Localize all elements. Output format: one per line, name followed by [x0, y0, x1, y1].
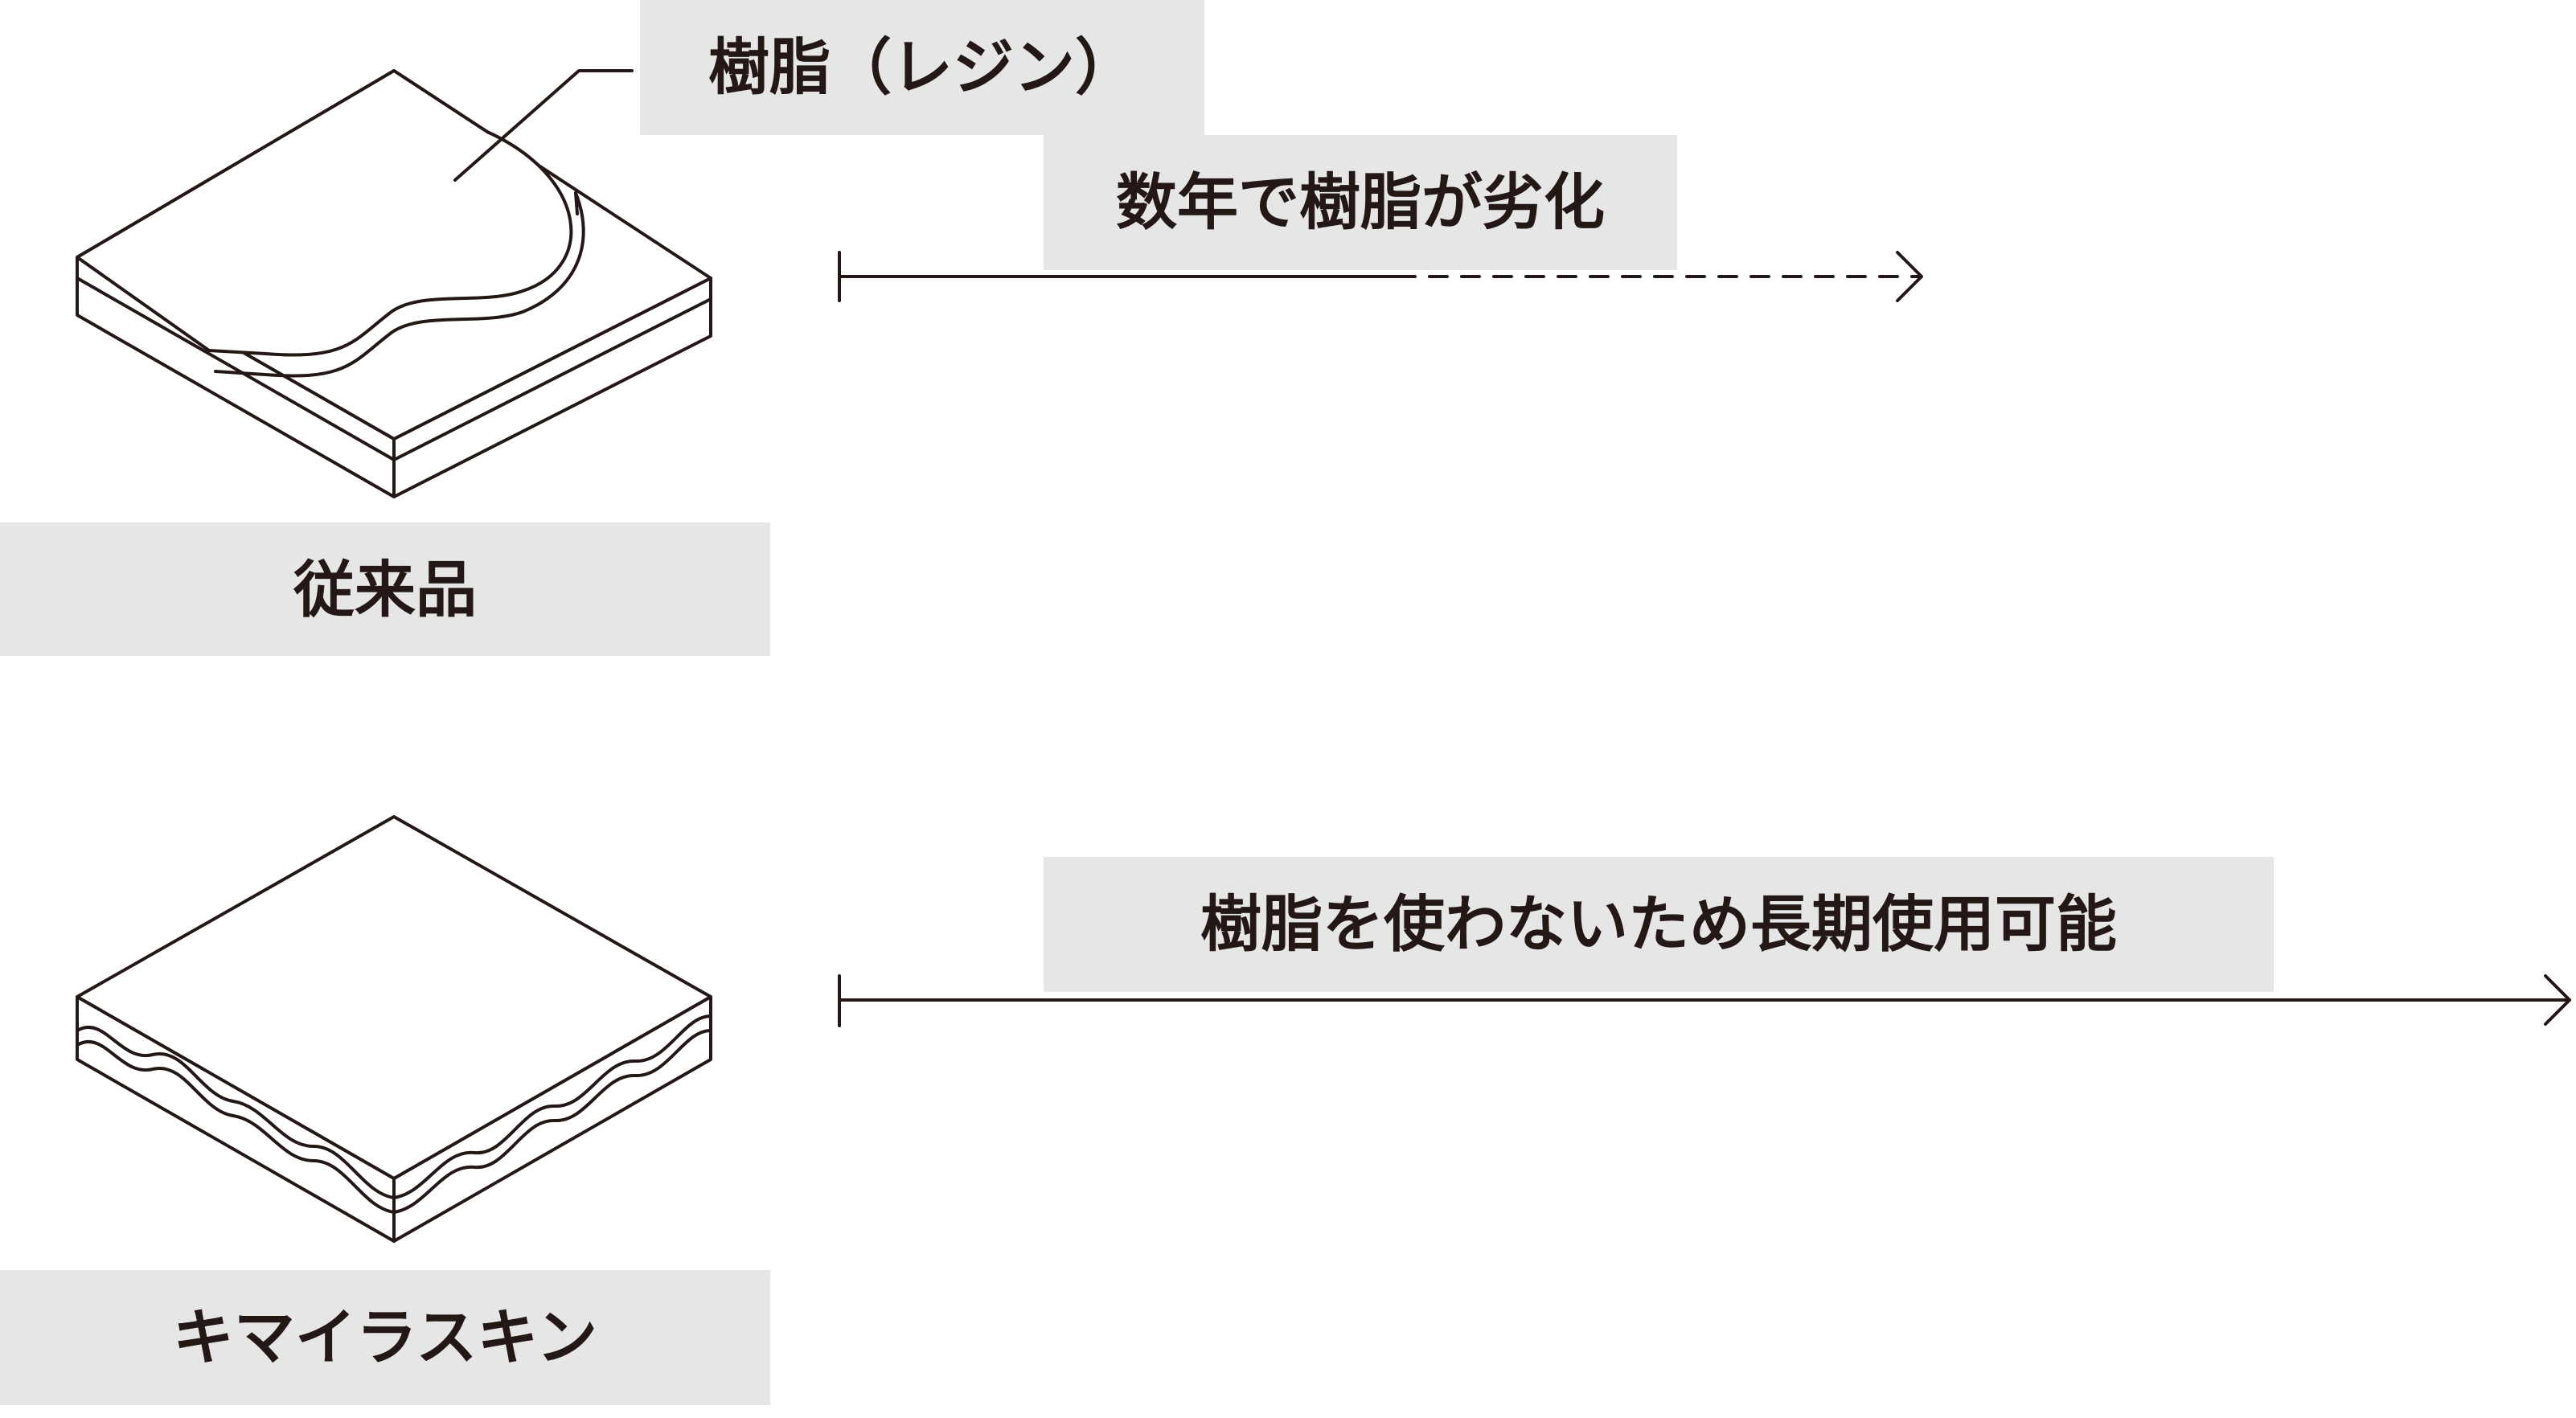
conventional-product-block	[76, 69, 712, 498]
conventional-name-box	[0, 523, 770, 656]
chimera-wave-right-1	[392, 1014, 712, 1199]
chimera-wave-left-2	[76, 1039, 396, 1214]
conventional-name-label: 従来品	[0, 523, 770, 656]
chimera-name-text: キマイラスキン	[173, 1301, 597, 1373]
chimera-timeline-arrow	[838, 974, 2571, 1027]
resin-blob-edge-join	[574, 191, 579, 215]
resin-blob	[76, 69, 573, 357]
resin-label: 樹脂（レジン）	[640, 0, 1204, 135]
conventional-layer-line	[76, 277, 712, 461]
conventional-timeline-text: 数年で樹脂が劣化	[1116, 166, 1605, 238]
conventional-timeline-label-box	[1044, 135, 1677, 270]
resin-blob-edge	[214, 191, 585, 378]
conventional-name-text: 従来品	[293, 554, 477, 625]
chimera-wave-right-2	[392, 1029, 712, 1214]
resin-callout-leader	[453, 69, 634, 182]
resin-label-text: 樹脂（レジン）	[708, 31, 1136, 103]
conventional-timeline-label: 数年で樹脂が劣化	[1044, 135, 1677, 270]
chimera-skin-block	[76, 815, 712, 1243]
chimera-name-box	[0, 1270, 770, 1405]
chimera-timeline-label-box	[1044, 857, 2274, 992]
chimera-timeline-label: 樹脂を使わないため長期使用可能	[1044, 857, 2274, 992]
resin-label-box	[640, 0, 1204, 135]
chimera-timeline-text: 樹脂を使わないため長期使用可能	[1200, 888, 2117, 960]
conventional-timeline-arrow	[838, 251, 1923, 302]
chimera-block-top-face	[76, 815, 712, 1180]
chimera-name-label: キマイラスキン	[0, 1270, 770, 1405]
chimera-wave-left-1	[76, 1025, 396, 1199]
chimera-timeline-arrowhead	[2544, 974, 2571, 1026]
conventional-timeline-arrowhead	[1896, 251, 1923, 302]
